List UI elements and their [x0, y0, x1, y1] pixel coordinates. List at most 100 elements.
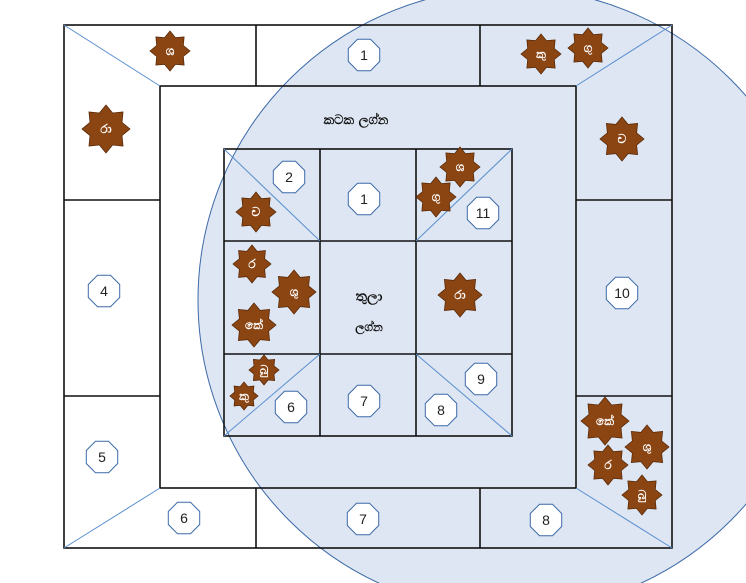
house-number-label: 2: [285, 169, 293, 185]
diagonal-line: [575, 487, 673, 549]
planet-label: කු: [535, 47, 546, 62]
house-octagon: [274, 390, 308, 424]
planet-marker: ශු: [271, 269, 317, 315]
planet-label: ගු: [432, 190, 441, 205]
house-number-label: 7: [360, 393, 368, 409]
planet-label: බු: [259, 363, 268, 378]
house-octagon: [605, 276, 639, 310]
planet-label: ශ: [166, 44, 175, 58]
house-number: 6: [274, 390, 308, 424]
house-octagon: [85, 440, 119, 474]
diagonal-line: [223, 148, 321, 242]
house-octagon: [167, 501, 201, 535]
planet-label: ගු: [584, 41, 593, 56]
house-number: 9: [464, 362, 498, 396]
planet-star-icon: [271, 269, 317, 315]
planet-label: ච: [252, 205, 261, 219]
house-number-label: 1: [360, 47, 368, 63]
house-number: 8: [529, 503, 563, 537]
planet-marker: ශ: [439, 146, 481, 188]
house-octagon: [346, 502, 380, 536]
house-octagon: [347, 182, 381, 216]
planet-marker: ච: [235, 191, 277, 233]
diagonal-line: [415, 148, 513, 242]
planet-star-icon: [439, 146, 481, 188]
planet-label: කේ: [596, 414, 615, 428]
house-number-label: 6: [287, 399, 295, 415]
house-number-label: 10: [614, 285, 630, 301]
planet-star-icon: [624, 424, 670, 470]
house-number: 11: [466, 196, 500, 230]
planet-marker: කේ: [231, 302, 277, 348]
house-number: 7: [347, 384, 381, 418]
house-number-label: 8: [542, 512, 550, 528]
planet-label: ර: [604, 458, 612, 472]
planet-label: ර: [248, 257, 256, 271]
house-number-label: 7: [359, 511, 367, 527]
house-number: 4: [87, 274, 121, 308]
planet-star-icon: [567, 27, 609, 69]
house-number-label: 4: [100, 283, 108, 299]
planet-label: ශ: [456, 160, 465, 174]
house-number-label: 11: [476, 205, 491, 221]
house-octagon: [529, 503, 563, 537]
planet-star-icon: [232, 244, 272, 284]
planet-star-icon: [248, 354, 280, 386]
house-number: 10: [605, 276, 639, 310]
house-octagon: [464, 362, 498, 396]
diagonal-line: [63, 487, 161, 549]
house-number: 1: [347, 38, 381, 72]
planet-star-icon: [235, 191, 277, 233]
planet-star-icon: [229, 381, 259, 411]
diagonal-line: [63, 24, 161, 87]
house-number-label: 9: [477, 371, 485, 387]
planet-marker: ර: [587, 444, 629, 486]
diagonal-line: [223, 353, 321, 437]
house-octagon: [466, 196, 500, 230]
diagonal-line: [415, 353, 513, 437]
inner-chart: [223, 148, 513, 437]
planet-marker: ර: [232, 244, 272, 284]
house-number: 5: [85, 440, 119, 474]
planet-marker: බු: [248, 354, 280, 386]
planet-label: කු: [238, 389, 249, 404]
planet-label: රා: [100, 122, 111, 136]
outer-frame: [63, 24, 673, 549]
planet-marker: කු: [229, 381, 259, 411]
planet-marker: බු: [621, 474, 663, 516]
planet-marker: ච: [599, 116, 645, 162]
house-octagon: [347, 38, 381, 72]
house-number-label: 8: [437, 402, 445, 418]
planet-star-icon: [231, 302, 277, 348]
planet-label: කේ: [245, 318, 264, 332]
inner-frame: [223, 148, 513, 437]
house-number-label: 1: [360, 191, 368, 207]
outer-chart-title: කටක ලග්න: [324, 111, 389, 129]
planet-label: ශු: [643, 440, 652, 455]
planet-label: ශු: [290, 285, 299, 300]
planet-star-icon: [520, 33, 562, 75]
house-octagon: [424, 393, 458, 427]
planet-star-icon: [587, 444, 629, 486]
house-octagon: [347, 384, 381, 418]
planet-star-icon: [149, 30, 191, 72]
outer-chart: [63, 24, 673, 549]
planet-star-icon: [415, 176, 457, 218]
inner-chart-subtitle: ලග්න: [355, 320, 383, 336]
inner-diagonals: [223, 148, 513, 437]
house-octagon: [272, 160, 306, 194]
planet-markers: ශරාකුගුචකේශුරබුචශගුරශුකේරාබුකු: [81, 27, 670, 516]
planet-star-icon: [437, 272, 483, 318]
diagonal-line: [575, 24, 673, 87]
inner-chart-title: තුලා: [356, 289, 383, 306]
planet-star-icon: [621, 474, 663, 516]
planet-marker: රා: [81, 104, 131, 154]
planet-star-icon: [580, 396, 630, 446]
planet-star-icon: [81, 104, 131, 154]
house-octagon: [87, 274, 121, 308]
planet-marker: කේ: [580, 396, 630, 446]
house-number: 7: [346, 502, 380, 536]
house-number-label: 6: [180, 510, 188, 526]
